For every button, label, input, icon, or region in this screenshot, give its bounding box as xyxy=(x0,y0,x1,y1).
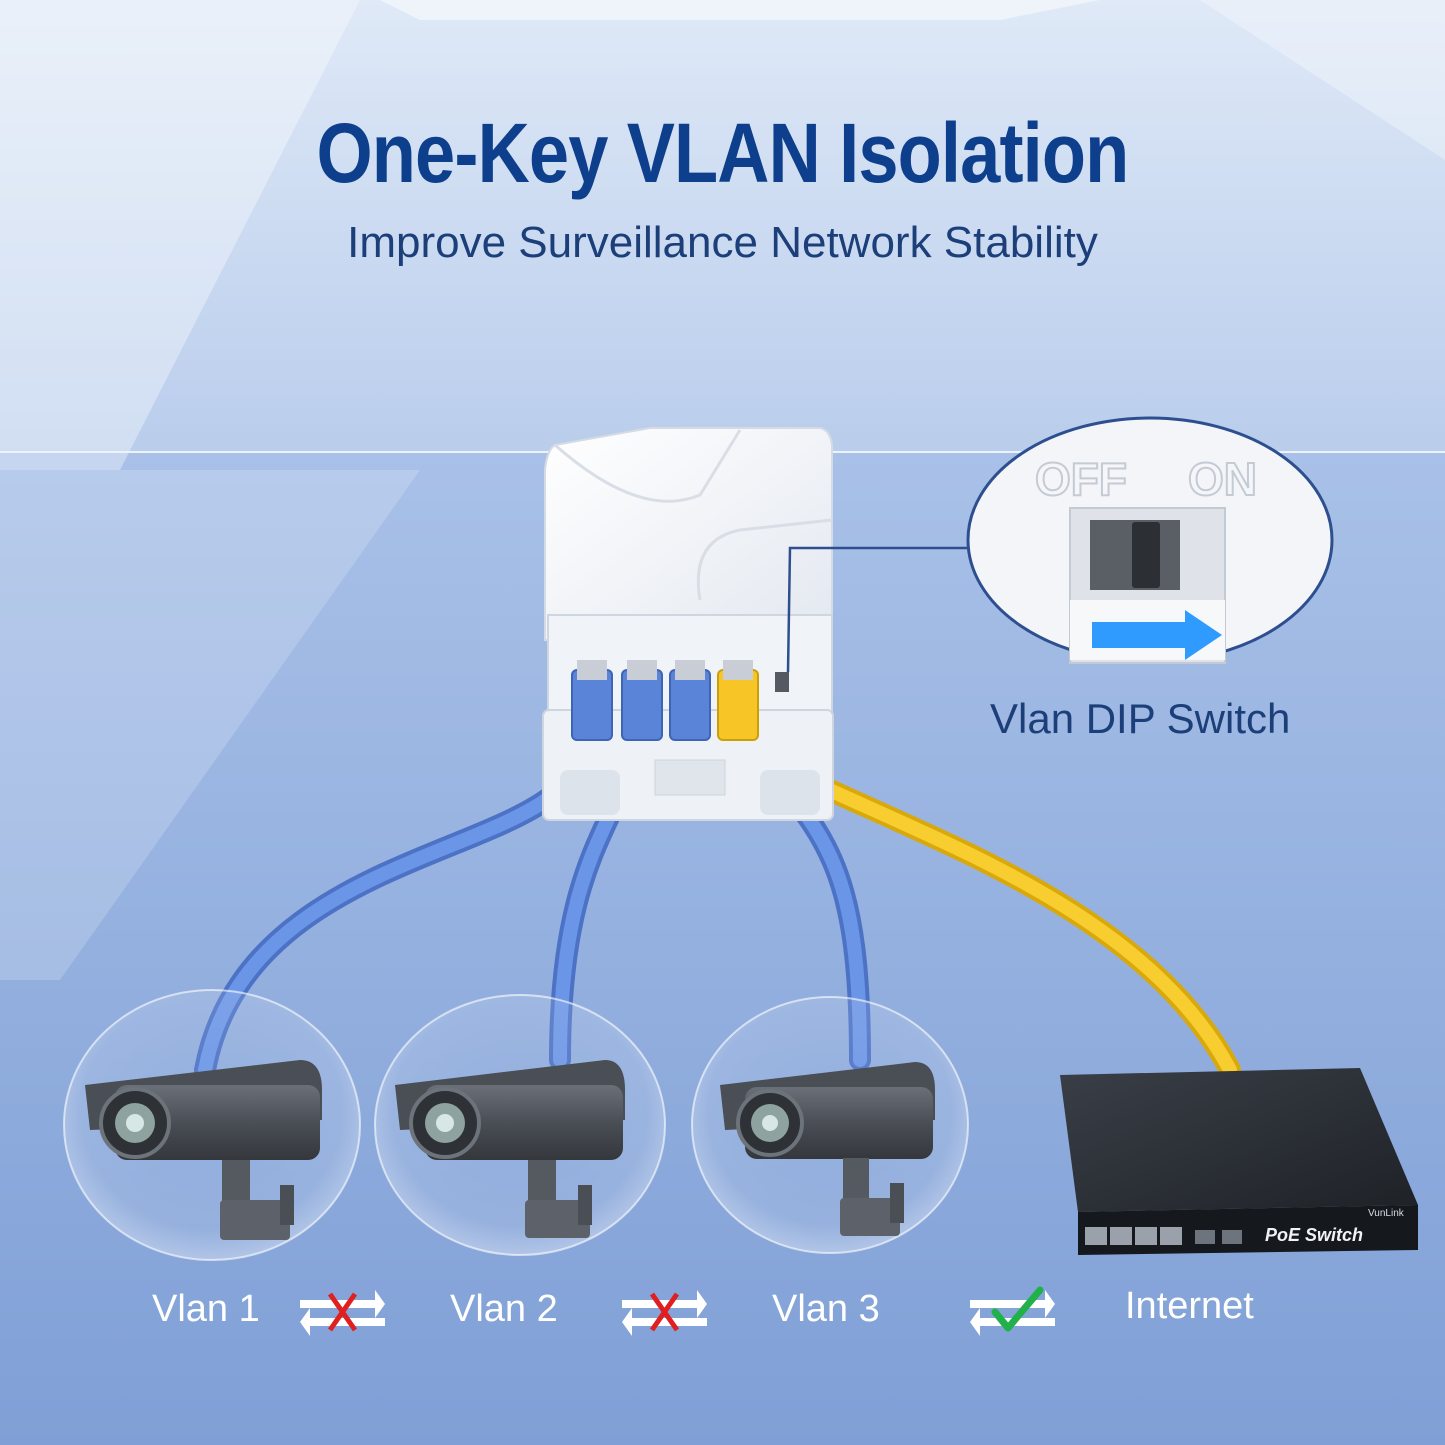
x-mark-icon xyxy=(300,1290,385,1336)
vlan-label-2: Vlan 2 xyxy=(450,1288,558,1330)
poe-switch-brand: VunLink xyxy=(1368,1208,1404,1219)
light-beam xyxy=(0,0,360,470)
vlan-label-1: Vlan 1 xyxy=(152,1288,260,1330)
poe-switch-label: PoE Switch xyxy=(1265,1225,1364,1245)
dip-on-label: ON xyxy=(1187,452,1258,506)
page-title: One-Key VLAN Isolation xyxy=(316,106,1129,200)
check-mark-icon xyxy=(970,1286,1055,1336)
light-beam xyxy=(380,0,1100,20)
dip-switch-label: Vlan DIP Switch xyxy=(990,695,1291,742)
dip-toggle xyxy=(1132,522,1160,588)
poe-extender-box xyxy=(542,427,834,821)
yellow-plug xyxy=(717,669,759,741)
dip-switch xyxy=(775,672,789,692)
blue-plug xyxy=(669,669,711,741)
light-beam xyxy=(0,470,420,980)
arrow-right-icon xyxy=(1092,610,1222,660)
callout-line xyxy=(786,546,970,673)
x-mark-icon xyxy=(622,1290,707,1336)
internet-label: Internet xyxy=(1125,1285,1254,1327)
background-wall xyxy=(0,0,1445,452)
camera-3 xyxy=(691,996,969,1254)
light-beam xyxy=(1200,0,1445,160)
camera-1 xyxy=(63,989,361,1261)
blue-plug xyxy=(621,669,663,741)
blue-plug xyxy=(571,669,613,741)
dip-off-label: OFF xyxy=(1034,452,1128,506)
vlan-label-3: Vlan 3 xyxy=(772,1288,880,1330)
poe-switch-device xyxy=(1060,1068,1418,1255)
camera-2 xyxy=(374,994,666,1256)
page-subtitle: Improve Surveillance Network Stability xyxy=(347,218,1098,267)
